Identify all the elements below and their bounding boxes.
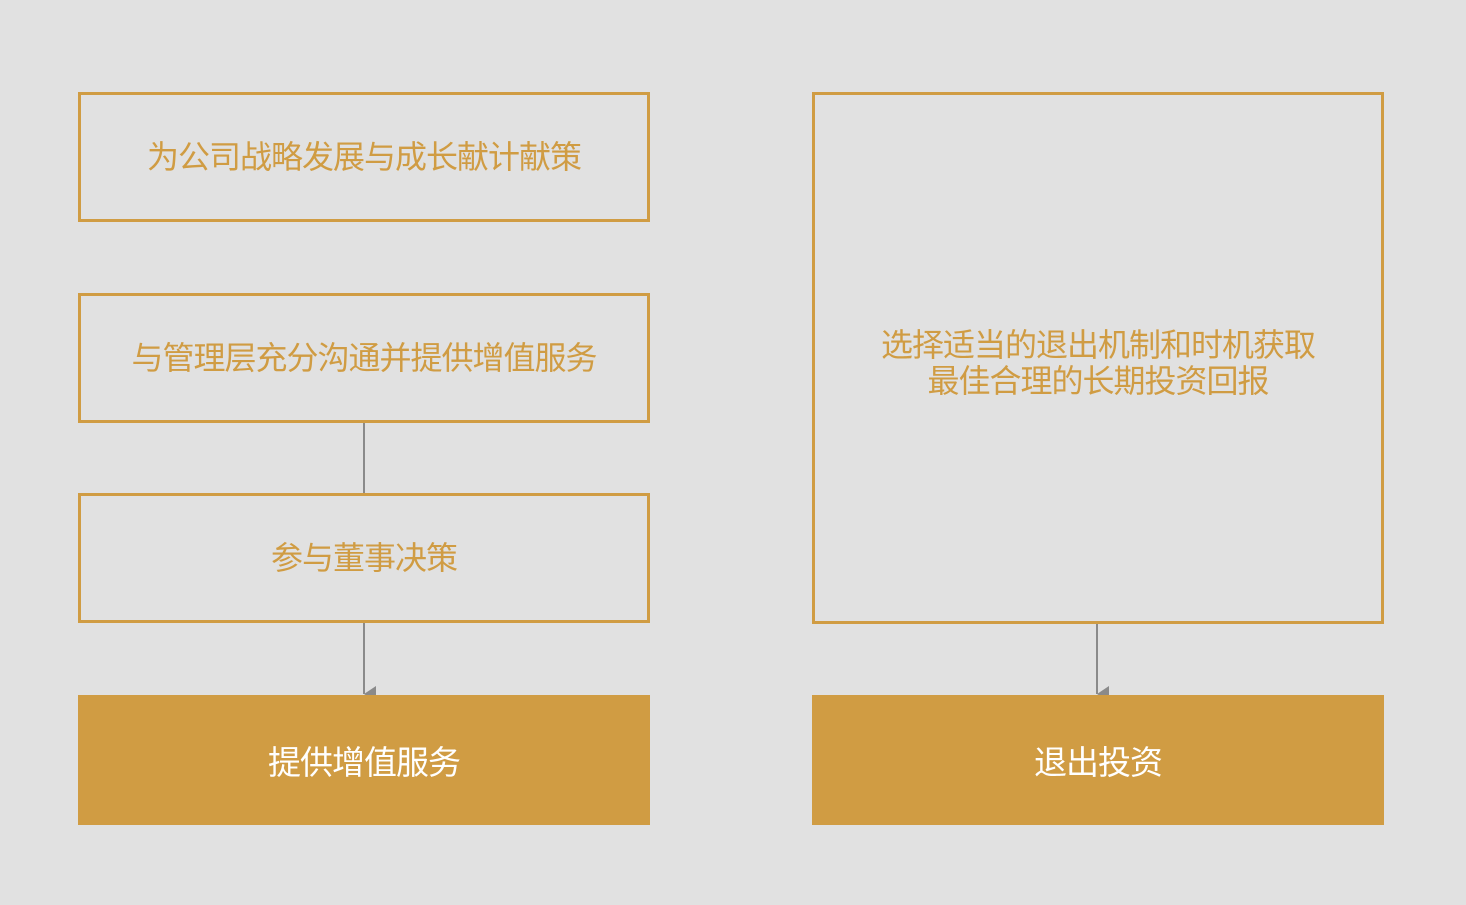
left-result-label: 提供增值服务	[268, 743, 461, 782]
right-result-box: 退出投资	[812, 695, 1384, 825]
right-box-exit-mechanism-label: 选择适当的退出机制和时机获取 最佳合理的长期投资回报	[880, 326, 1316, 400]
left-box-communication: 与管理层充分沟通并提供增值服务	[78, 293, 650, 423]
right-box-exit-mechanism: 选择适当的退出机制和时机获取 最佳合理的长期投资回报	[812, 92, 1384, 624]
left-result-box: 提供增值服务	[78, 695, 650, 825]
left-box-board-decision-label: 参与董事决策	[270, 539, 458, 577]
left-box-communication-label: 与管理层充分沟通并提供增值服务	[131, 339, 597, 377]
right-result-label: 退出投资	[1034, 743, 1163, 782]
left-box-board-decision: 参与董事决策	[78, 493, 650, 623]
left-box-strategy-label: 为公司战略发展与成长献计献策	[146, 138, 582, 176]
left-box-strategy: 为公司战略发展与成长献计献策	[78, 92, 650, 222]
